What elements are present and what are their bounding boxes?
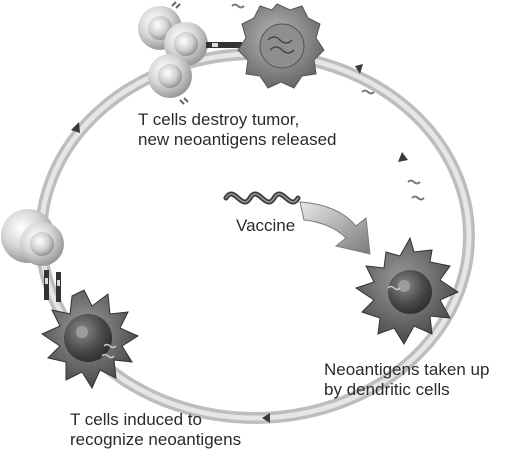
- vaccine-arrow-icon: [299, 201, 371, 255]
- dendritic-cell-right-icon: [354, 236, 460, 345]
- receptor-icon: [179, 97, 189, 105]
- dendritic-cell-left-icon: [40, 289, 140, 390]
- t-cell-nucleus: [148, 16, 172, 40]
- label-tcell-induction-line-1: T cells induced to: [70, 410, 202, 429]
- label-tumor-destroyed-line-1: T cells destroy tumor,: [138, 110, 300, 129]
- t-cell-nucleus: [174, 32, 198, 56]
- ring-arrowhead: [398, 152, 408, 162]
- tcell-receptor-binding-icon: [206, 42, 242, 48]
- neoantigen-fragment-icon: [411, 195, 425, 201]
- t-cell-cluster-top: [138, 1, 242, 105]
- vaccine-peptide-icon: [223, 191, 301, 205]
- receptor-icon: [171, 1, 181, 9]
- label-dendritic-uptake-line-1: Neoantigens taken up: [324, 360, 490, 379]
- neoantigen-fragment-icon: [231, 3, 245, 9]
- tcell-receptor-binding-icon: [56, 272, 61, 302]
- label-tumor-destroyed-line-2: new neoantigens released: [138, 130, 337, 149]
- t-cell-left-icon: [1, 209, 64, 302]
- receptor-segment: [212, 43, 218, 47]
- ring-arrowhead: [355, 64, 363, 74]
- t-cell-nucleus: [158, 64, 182, 88]
- tumor-cell-icon: [237, 3, 325, 89]
- tcell-receptor-binding-icon: [44, 270, 49, 300]
- label-vaccine: Vaccine: [236, 216, 296, 235]
- ring-arrowhead: [262, 413, 270, 423]
- label-dendritic-uptake: Neoantigens taken up by dendritic cells: [324, 360, 489, 400]
- label-dendritic-uptake-line-2: by dendritic cells: [324, 380, 450, 399]
- label-tcell-induction-line-2: recognize neoantigens: [70, 430, 242, 449]
- neoantigen-fragment-icon: [407, 179, 421, 185]
- label-tumor-destroyed: T cells destroy tumor, new neoantigens r…: [138, 110, 336, 150]
- cycle-direction-arrows: [71, 64, 408, 423]
- label-tcell-induction: T cells induced to recognize neoantigens: [70, 410, 241, 450]
- neoantigen-fragment-icon: [361, 89, 375, 95]
- ring-arrowhead: [71, 122, 80, 133]
